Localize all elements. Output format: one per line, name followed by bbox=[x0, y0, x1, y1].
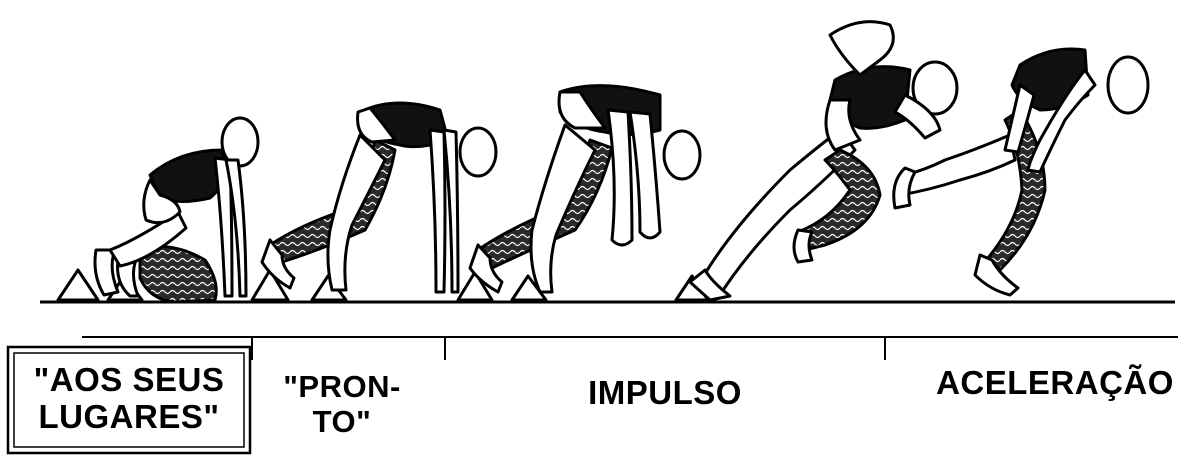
starting-block bbox=[58, 270, 98, 300]
phase-label-line: ACELERAÇÃO bbox=[915, 365, 1195, 402]
phase-label-acceleration: ACELERAÇÃO bbox=[915, 365, 1195, 402]
phase-label-line: "AOS SEUS bbox=[18, 362, 240, 399]
phase-label-set: "PRON- TO" bbox=[262, 370, 422, 439]
phase-label-line: IMPULSO bbox=[545, 375, 785, 412]
athlete-set bbox=[262, 103, 496, 292]
phase-label-on-your-marks: "AOS SEUS LUGARES" bbox=[18, 362, 240, 436]
athlete-drive bbox=[470, 86, 700, 292]
phase-label-line: TO" bbox=[262, 405, 422, 440]
phase-label-line: "PRON- bbox=[262, 370, 422, 405]
athlete-on-your-marks bbox=[95, 118, 258, 302]
phase-label-drive: IMPULSO bbox=[545, 375, 785, 412]
phase-timeline bbox=[82, 337, 1178, 360]
phase-label-line: LUGARES" bbox=[18, 399, 240, 436]
athlete-acceleration-1 bbox=[690, 22, 957, 300]
